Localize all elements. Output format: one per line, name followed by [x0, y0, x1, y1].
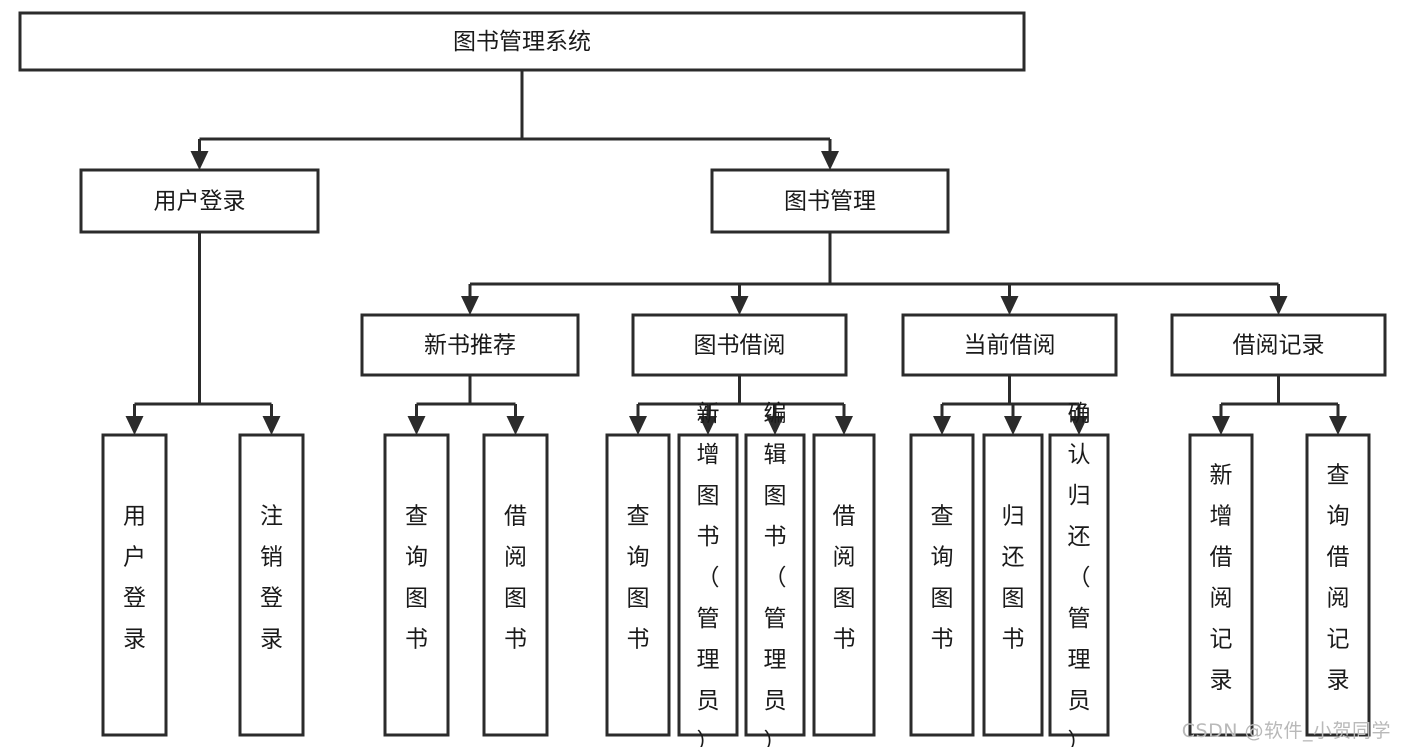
- node-leaf-return-book[interactable]: 归还图书: [982, 433, 1044, 737]
- edge-arrowhead: [1269, 296, 1288, 315]
- node-label: 查询图书: [931, 504, 954, 653]
- node-label: 图书管理系统: [453, 29, 591, 55]
- node-box: [901, 313, 1118, 377]
- node-borrow-record[interactable]: 借阅记录: [1170, 313, 1387, 377]
- node-label: 注销登录: [260, 504, 283, 653]
- edge-arrowhead: [1329, 416, 1347, 435]
- node-box: [482, 433, 549, 737]
- node-label: 新书推荐: [424, 333, 516, 359]
- node-label: 图书借阅: [694, 333, 786, 359]
- edge-arrowhead: [629, 416, 647, 435]
- edge-arrowhead: [821, 151, 839, 170]
- edge-arrowhead: [1212, 416, 1230, 435]
- node-box: [812, 433, 876, 737]
- node-new-book-rec[interactable]: 新书推荐: [360, 313, 580, 377]
- node-label: 查询图书: [627, 504, 650, 653]
- node-box: [605, 433, 671, 737]
- node-box: [360, 313, 580, 377]
- node-leaf-user-login[interactable]: 用户登录: [101, 433, 168, 737]
- edge-arrowhead: [461, 296, 479, 315]
- node-leaf-logout[interactable]: 注销登录: [238, 433, 305, 737]
- node-label: 确认归还（管理员）: [1068, 401, 1091, 747]
- node-label: 借阅图书: [833, 504, 856, 653]
- edge-arrowhead: [933, 416, 951, 435]
- node-leaf-edit-book[interactable]: 编辑图书（管理员）: [744, 401, 806, 747]
- edge-arrowhead: [190, 151, 209, 170]
- node-label: 用户登录: [154, 189, 246, 215]
- node-leaf-query-record[interactable]: 查询借阅记录: [1305, 433, 1371, 737]
- node-label: 新增图书（管理员）: [697, 401, 720, 747]
- node-box: [677, 433, 739, 737]
- edge-arrowhead: [730, 296, 749, 315]
- node-user-login[interactable]: 用户登录: [79, 168, 320, 234]
- node-box: [79, 168, 320, 234]
- node-box: [631, 313, 848, 377]
- nodes-layer: 图书管理系统用户登录图书管理新书推荐图书借阅当前借阅借阅记录用户登录注销登录查询…: [18, 11, 1387, 747]
- node-current-borrow[interactable]: 当前借阅: [901, 313, 1118, 377]
- node-book-manage[interactable]: 图书管理: [710, 168, 950, 234]
- node-label: 新增借阅记录: [1210, 463, 1233, 694]
- node-leaf-add-book[interactable]: 新增图书（管理员）: [677, 401, 739, 747]
- node-leaf-confirm-return[interactable]: 确认归还（管理员）: [1048, 401, 1110, 747]
- node-label: 查询图书: [405, 504, 428, 653]
- node-box: [982, 433, 1044, 737]
- node-box: [1170, 313, 1387, 377]
- edge-arrowhead: [699, 416, 717, 435]
- node-label: 图书管理: [784, 189, 876, 215]
- node-label: 当前借阅: [964, 333, 1056, 359]
- edge-arrowhead: [407, 416, 426, 435]
- node-leaf-query-book-2[interactable]: 查询图书: [605, 433, 671, 737]
- edge-arrowhead: [1000, 296, 1019, 315]
- edges-layer: [125, 70, 1347, 435]
- edge-arrowhead: [766, 416, 784, 435]
- node-box: [1188, 433, 1254, 737]
- node-box: [909, 433, 975, 737]
- node-leaf-add-record[interactable]: 新增借阅记录: [1188, 433, 1254, 737]
- node-leaf-query-book-3[interactable]: 查询图书: [909, 433, 975, 737]
- node-label: 借阅记录: [1233, 333, 1325, 359]
- edge-arrowhead: [125, 416, 144, 435]
- node-label: 归还图书: [1002, 504, 1025, 653]
- edge-arrowhead: [262, 416, 281, 435]
- node-label: 编辑图书（管理员）: [764, 401, 787, 747]
- node-box: [101, 433, 168, 737]
- node-box: [383, 433, 450, 737]
- edge-arrowhead: [835, 416, 853, 435]
- node-box: [18, 11, 1026, 72]
- node-leaf-borrow-book-1[interactable]: 借阅图书: [482, 433, 549, 737]
- node-leaf-borrow-book-2[interactable]: 借阅图书: [812, 433, 876, 737]
- node-label: 借阅图书: [504, 504, 527, 653]
- edge-arrowhead: [1070, 416, 1088, 435]
- node-box: [744, 433, 806, 737]
- edge-arrowhead: [506, 416, 525, 435]
- node-box: [1305, 433, 1371, 737]
- node-label: 用户登录: [123, 504, 146, 653]
- node-box: [1048, 433, 1110, 737]
- watermark-text: CSDN @软件_小贺同学: [1181, 720, 1391, 742]
- node-box: [710, 168, 950, 234]
- node-label: 查询借阅记录: [1327, 463, 1350, 694]
- node-root[interactable]: 图书管理系统: [18, 11, 1026, 72]
- edge-arrowhead: [1004, 416, 1022, 435]
- node-book-borrow[interactable]: 图书借阅: [631, 313, 848, 377]
- node-box: [238, 433, 305, 737]
- node-leaf-query-book-1[interactable]: 查询图书: [383, 433, 450, 737]
